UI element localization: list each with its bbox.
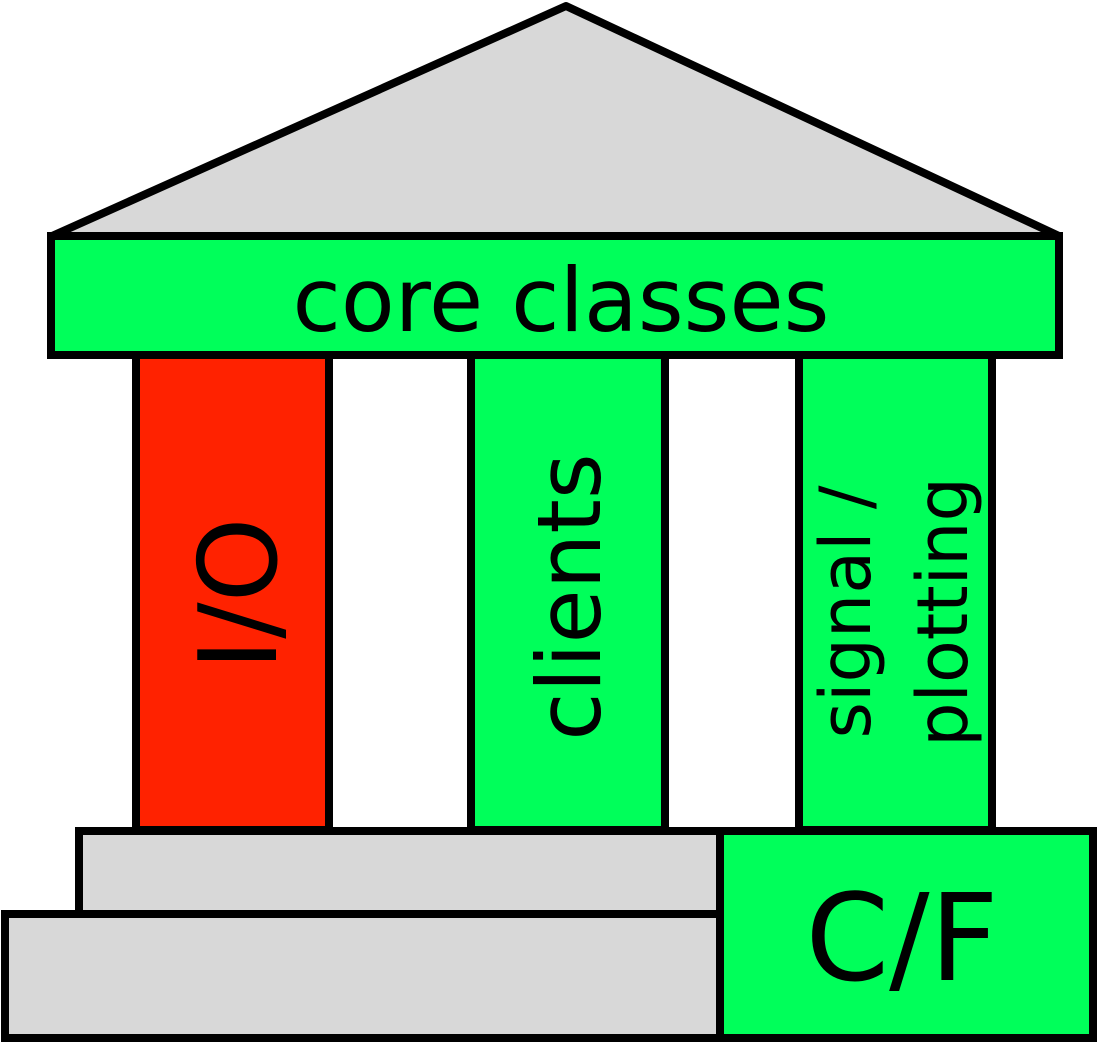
core-classes-band (47, 232, 1063, 359)
io-label: I/O (177, 517, 302, 670)
lower-step (1, 910, 743, 1042)
roof-pediment (48, 2, 1063, 240)
clients-label: clients (518, 453, 621, 741)
core-classes-label: core classes (292, 249, 829, 352)
cf-label: C/F (805, 870, 998, 1009)
pillar-clients (467, 351, 669, 834)
cf-block (716, 827, 1097, 1042)
plotting-label: plotting (902, 477, 984, 747)
signal-label: signal / (805, 485, 887, 738)
upper-step (75, 827, 743, 918)
pillar-io (132, 351, 333, 834)
